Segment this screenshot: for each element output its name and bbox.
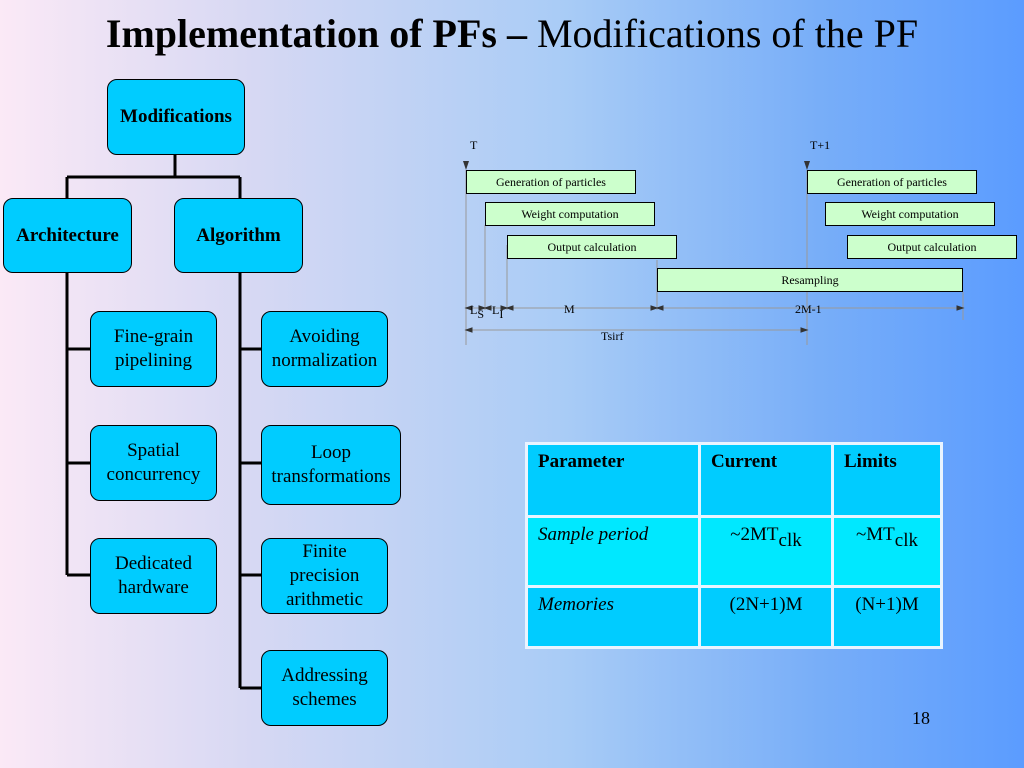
memories-current-cell: (2N+1)M [698, 585, 834, 649]
sample-period-limit-cell: ~MTclk [831, 514, 943, 589]
tsirf-label: Tsirf [601, 329, 624, 343]
finite-precision-arithmetic-node: Finite precision arithmetic [261, 538, 388, 614]
table-header-row: Parameter Current Limits [525, 442, 943, 518]
sample-period-current-cell: ~2MTclk [698, 514, 834, 589]
generation-bar-t: Generation of particles [466, 170, 636, 194]
resampling-bar: Resampling [657, 268, 963, 292]
page-number: 18 [912, 708, 930, 728]
addressing-schemes-node: Addressing schemes [261, 650, 388, 726]
parameter-table: Parameter Current Limits Sample period ~… [525, 442, 943, 649]
m-label: M [564, 302, 575, 316]
algorithm-node: Algorithm [174, 198, 303, 273]
title-dash: – [496, 11, 537, 56]
two-m-minus-1-label: 2M-1 [795, 302, 822, 316]
title-rest: Modifications of the PF [536, 11, 919, 56]
timing-diagram: T T+1 Generation of particles Weight com… [460, 130, 1017, 350]
memories-limit-cell: (N+1)M [831, 585, 943, 649]
output-bar-t1: Output calculation [847, 235, 1017, 259]
fine-grain-pipelining-node: Fine-grain pipelining [90, 311, 217, 387]
header-current: Current [698, 442, 834, 518]
architecture-node: Architecture [3, 198, 132, 273]
title-bold: Implementation of PFs [105, 11, 497, 56]
table-row: Memories (2N+1)M (N+1)M [525, 585, 943, 649]
slide-title: Implementation of PFs – Modifications of… [0, 10, 1024, 57]
header-limits: Limits [831, 442, 943, 518]
sample-period-cell: Sample period [525, 514, 701, 589]
li-label: LI [492, 303, 504, 321]
weight-bar-t: Weight computation [485, 202, 655, 226]
ls-label: LS [470, 303, 485, 321]
weight-bar-t1: Weight computation [825, 202, 995, 226]
spatial-concurrency-node: Spatial concurrency [90, 425, 217, 501]
loop-transformations-node: Loop transformations [261, 425, 401, 505]
dedicated-hardware-node: Dedicated hardware [90, 538, 217, 614]
t-marker-label: T [470, 138, 478, 152]
avoiding-normalization-node: Avoiding normalization [261, 311, 388, 387]
header-parameter: Parameter [525, 442, 701, 518]
table-row: Sample period ~2MTclk ~MTclk [525, 514, 943, 589]
t-plus-1-marker-label: T+1 [810, 138, 831, 152]
memories-cell: Memories [525, 585, 701, 649]
modifications-node: Modifications [107, 79, 245, 155]
output-bar-t: Output calculation [507, 235, 677, 259]
generation-bar-t1: Generation of particles [807, 170, 977, 194]
